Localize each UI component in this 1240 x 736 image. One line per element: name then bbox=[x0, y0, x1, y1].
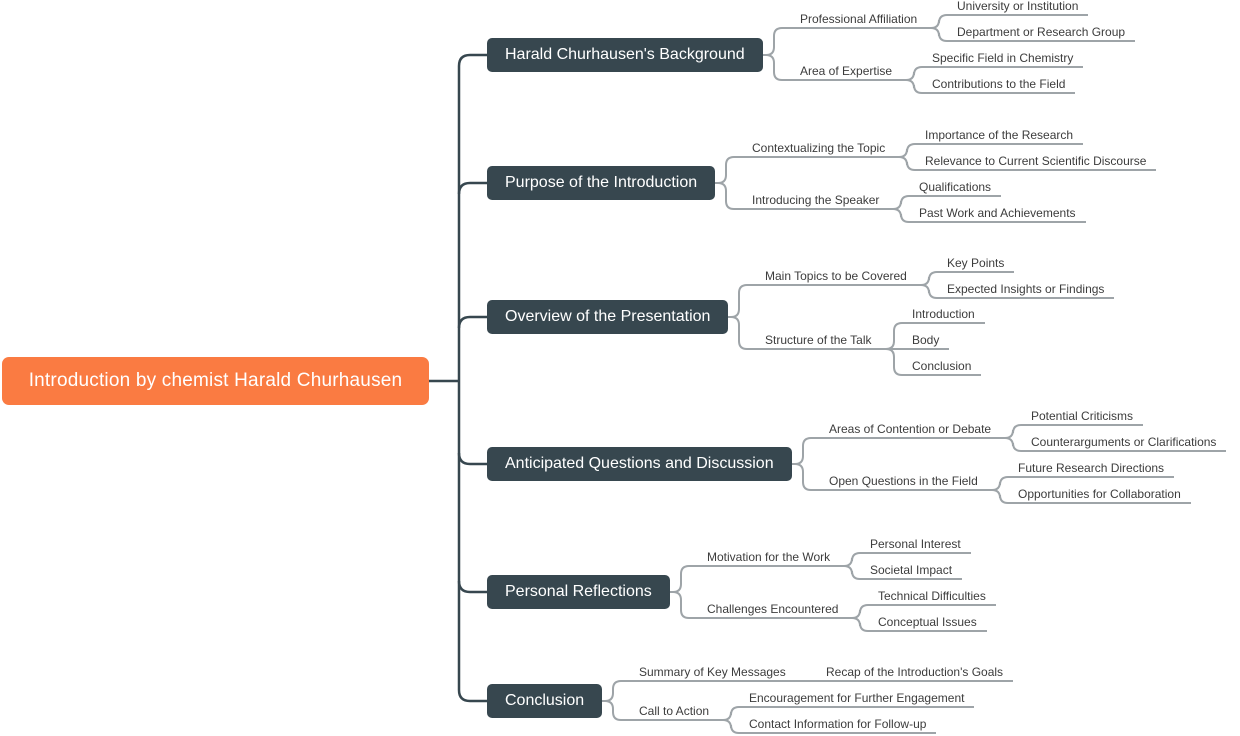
trunk-line bbox=[457, 53, 487, 703]
topic-connector bbox=[715, 156, 897, 184]
topic-connector bbox=[715, 182, 891, 210]
subtopic-connector bbox=[1003, 437, 1226, 452]
topic-connector bbox=[602, 700, 721, 721]
subtopic-label[interactable]: Specific Field in Chemistry bbox=[932, 51, 1074, 65]
topic-label[interactable]: Area of Expertise bbox=[800, 64, 893, 78]
branch-stub bbox=[457, 580, 487, 594]
topic-label[interactable]: Main Topics to be Covered bbox=[765, 269, 907, 283]
subtopic-label[interactable]: Conclusion bbox=[912, 359, 972, 373]
subtopic-connector bbox=[884, 348, 981, 376]
topic-connector bbox=[728, 316, 884, 350]
subtopic-label[interactable]: Potential Criticisms bbox=[1031, 409, 1134, 423]
topic-connector bbox=[792, 437, 1003, 465]
subtopic-label[interactable]: Societal Impact bbox=[870, 563, 953, 577]
root-node[interactable]: Introduction by chemist Harald Churhause… bbox=[2, 357, 429, 405]
subtopic-label[interactable]: Introduction bbox=[912, 307, 975, 321]
subtopic-label[interactable]: Counterarguments or Clarifications bbox=[1031, 435, 1217, 449]
subtopic-label[interactable]: Contact Information for Follow-up bbox=[749, 717, 927, 731]
branch-node[interactable]: Harald Churhausen's Background bbox=[487, 38, 763, 72]
subtopic-label[interactable]: Department or Research Group bbox=[957, 25, 1126, 39]
topic-label[interactable]: Call to Action bbox=[639, 704, 710, 718]
subtopic-label[interactable]: Qualifications bbox=[919, 180, 992, 194]
subtopic-connector bbox=[897, 156, 1156, 171]
topic-connector bbox=[763, 54, 904, 81]
branch-node[interactable]: Anticipated Questions and Discussion bbox=[487, 447, 792, 481]
subtopic-label[interactable]: Opportunities for Collaboration bbox=[1018, 487, 1181, 501]
subtopic-connector bbox=[929, 27, 1135, 42]
subtopic-label[interactable]: Recap of the Introduction's Goals bbox=[826, 665, 1004, 679]
subtopic-label[interactable]: Encouragement for Further Engagement bbox=[749, 691, 965, 705]
subtopic-connector bbox=[850, 617, 987, 632]
topic-connector bbox=[728, 284, 919, 318]
subtopic-label[interactable]: Expected Insights or Findings bbox=[947, 282, 1105, 296]
topic-connector bbox=[670, 591, 850, 619]
subtopic-connector bbox=[919, 284, 1114, 299]
subtopic-connector bbox=[891, 208, 1086, 223]
branch-node[interactable]: Personal Reflections bbox=[487, 575, 670, 609]
topic-label[interactable]: Professional Affiliation bbox=[800, 12, 918, 26]
topic-label[interactable]: Contextualizing the Topic bbox=[752, 141, 886, 155]
topic-label[interactable]: Challenges Encountered bbox=[707, 602, 839, 616]
subtopic-connector bbox=[904, 79, 1075, 94]
subtopic-label[interactable]: Key Points bbox=[947, 256, 1005, 270]
topic-label[interactable]: Motivation for the Work bbox=[707, 550, 831, 564]
subtopic-label[interactable]: Technical Difficulties bbox=[878, 589, 986, 603]
subtopic-label[interactable]: Body bbox=[912, 333, 940, 347]
branch-node[interactable]: Purpose of the Introduction bbox=[487, 166, 716, 200]
branch-node[interactable]: Conclusion bbox=[487, 684, 603, 718]
subtopic-label[interactable]: Importance of the Research bbox=[925, 128, 1074, 142]
topic-label[interactable]: Open Questions in the Field bbox=[829, 474, 978, 488]
subtopic-label[interactable]: Relevance to Current Scientific Discours… bbox=[925, 154, 1147, 168]
topic-label[interactable]: Summary of Key Messages bbox=[639, 665, 786, 679]
topic-connector bbox=[670, 565, 842, 593]
subtopic-connector bbox=[990, 489, 1191, 504]
topic-label[interactable]: Introducing the Speaker bbox=[752, 193, 880, 207]
subtopic-label[interactable]: Past Work and Achievements bbox=[919, 206, 1076, 220]
subtopic-label[interactable]: Contributions to the Field bbox=[932, 77, 1066, 91]
topic-label[interactable]: Structure of the Talk bbox=[765, 333, 872, 347]
branch-stub bbox=[457, 452, 487, 466]
topic-connector bbox=[792, 463, 990, 491]
subtopic-label[interactable]: University or Institution bbox=[957, 0, 1079, 13]
subtopic-label[interactable]: Conceptual Issues bbox=[878, 615, 977, 629]
subtopic-label[interactable]: Personal Interest bbox=[870, 537, 961, 551]
subtopic-label[interactable]: Future Research Directions bbox=[1018, 461, 1165, 475]
subtopic-connector bbox=[721, 719, 936, 734]
topic-connector bbox=[763, 27, 929, 56]
topic-label[interactable]: Areas of Contention or Debate bbox=[829, 422, 992, 436]
branch-stub bbox=[457, 181, 487, 195]
subtopic-connector bbox=[842, 565, 962, 580]
branch-stub bbox=[457, 315, 487, 329]
branch-node[interactable]: Overview of the Presentation bbox=[487, 300, 729, 334]
